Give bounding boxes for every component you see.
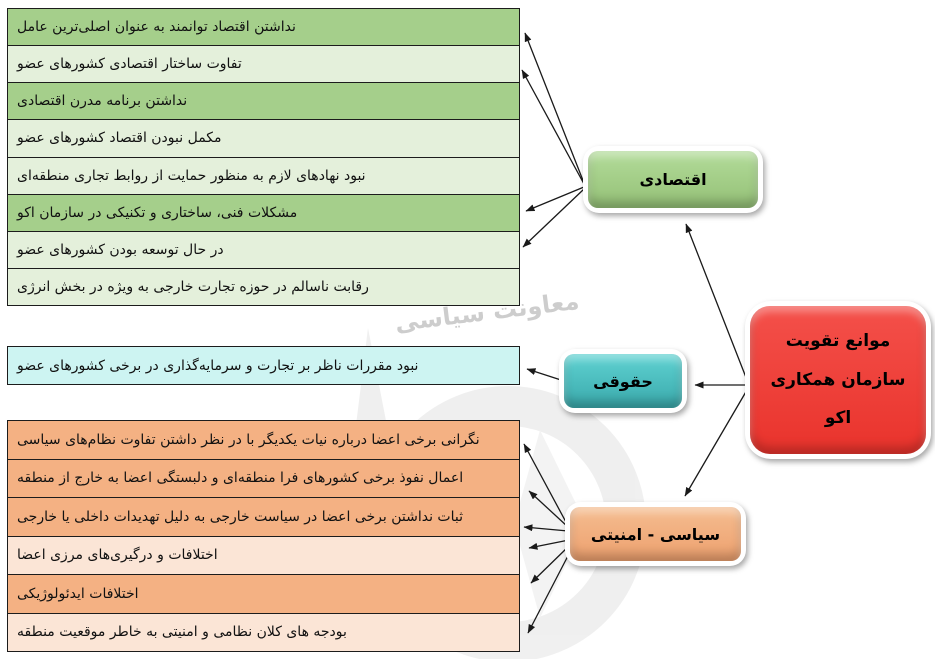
category-box-economic: اقتصادی: [583, 146, 763, 213]
list-item: بودجه های کلان نظامی و امنیتی به خاطر مو…: [8, 613, 519, 651]
economic-items-table: نداشتن اقتصاد توانمند به عنوان اصلی‌ترین…: [7, 8, 520, 306]
root-label-line: اکو: [824, 407, 852, 428]
root-label: موانع تقویت سازمان همکاری اکو: [750, 306, 926, 454]
list-item: ثبات نداشتن برخی اعضا در سیاست خارجی به …: [8, 498, 519, 537]
list-item: نگرانی برخی اعضا درباره نیات یکدیگر با د…: [8, 421, 519, 460]
list-item: نداشتن برنامه مدرن اقتصادی: [8, 83, 519, 121]
category-label-economic: اقتصادی: [588, 151, 758, 208]
list-item: اختلافات و درگیری‌های مرزی اعضا: [8, 536, 519, 575]
list-item: اعمال نفوذ برخی کشورهای فرا منطقه‌ای و د…: [8, 459, 519, 498]
root-label-line: موانع تقویت: [785, 331, 891, 352]
list-item: در حال توسعه بودن کشورهای عضو: [8, 231, 519, 269]
list-item: مشکلات فنی، ساختاری و تکنیکی در سازمان ا…: [8, 194, 519, 232]
list-item: نبود مقررات ناظر بر تجارت و سرمایه‌گذاری…: [8, 347, 519, 384]
political-items-table: نگرانی برخی اعضا درباره نیات یکدیگر با د…: [7, 420, 520, 652]
list-item: مکمل نبودن اقتصاد کشورهای عضو: [8, 120, 519, 158]
legal-items-table: نبود مقررات ناظر بر تجارت و سرمایه‌گذاری…: [7, 346, 520, 385]
root-label-line: سازمان همکاری: [770, 369, 906, 390]
list-item: اختلافات ایدئولوژیکی: [8, 575, 519, 614]
category-box-legal: حقوقی: [559, 349, 687, 413]
category-box-political: سیاسی - امنیتی: [565, 502, 746, 566]
category-label-legal: حقوقی: [564, 354, 682, 408]
root-box: موانع تقویت سازمان همکاری اکو: [745, 301, 931, 459]
list-item: تفاوت ساختار اقتصادی کشورهای عضو: [8, 46, 519, 84]
list-item: نبود نهادهای لازم به منظور حمایت از رواب…: [8, 157, 519, 195]
list-item: رقابت ناسالم در حوزه تجارت خارجی به ویژه…: [8, 268, 519, 305]
category-label-political: سیاسی - امنیتی: [570, 507, 741, 561]
list-item: نداشتن اقتصاد توانمند به عنوان اصلی‌ترین…: [8, 9, 519, 47]
